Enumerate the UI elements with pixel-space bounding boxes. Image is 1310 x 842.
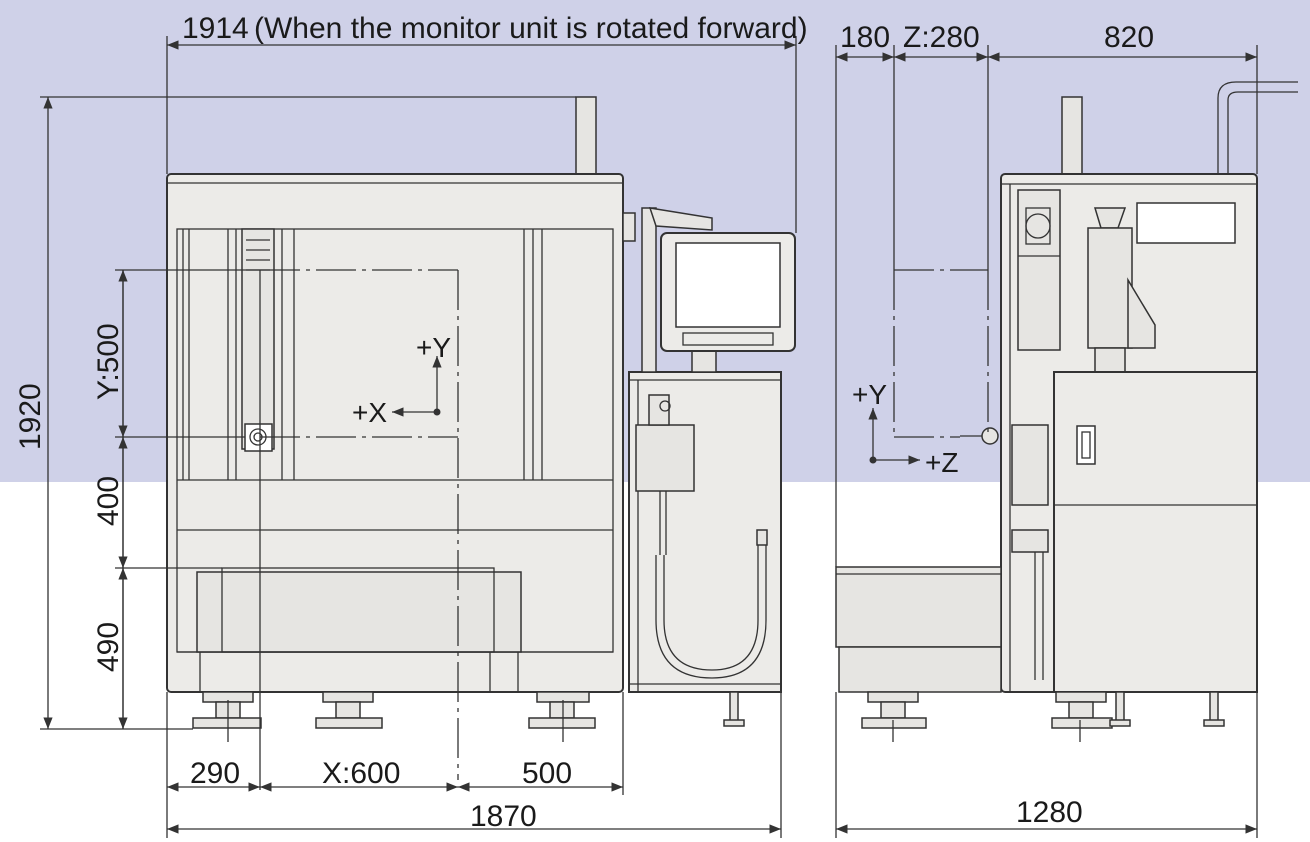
- signal-tower: [575, 96, 597, 175]
- dim-400: 400: [92, 476, 125, 526]
- side-axis-z-label: +Z: [925, 447, 958, 478]
- dim-1920: 1920: [14, 383, 47, 450]
- dim-490: 490: [92, 622, 125, 672]
- dim-290: 290: [190, 757, 240, 790]
- dim-1280: 1280: [1016, 796, 1083, 829]
- work-table: [196, 571, 522, 653]
- front-axis-y-label: +Y: [416, 332, 451, 363]
- front-view: +Y +X: [166, 96, 796, 790]
- dim-1914: 1914: [182, 12, 249, 45]
- side-lower-cabinet: [1053, 371, 1258, 693]
- leveling-feet: [192, 691, 596, 729]
- dim-z280: Z:280: [903, 21, 980, 54]
- dim-180: 180: [840, 21, 890, 54]
- monitor-stand: [641, 207, 657, 373]
- front-axis-x-label: +X: [352, 397, 387, 428]
- side-work-table: [835, 566, 1002, 648]
- dim-1914-note: (When the monitor unit is rotated forwar…: [254, 12, 808, 45]
- main-cabinet: [166, 173, 624, 693]
- side-axis-y-label: +Y: [852, 379, 887, 410]
- ram-column: [241, 228, 275, 450]
- side-signal-tower: [1061, 96, 1083, 175]
- dim-y500: Y:500: [92, 323, 125, 400]
- front-view-dimensions: 1914 (When the monitor unit is rotated f…: [14, 12, 808, 838]
- dim-500: 500: [522, 757, 572, 790]
- joystick-unit: [635, 424, 695, 492]
- dim-x600: X:600: [322, 757, 400, 790]
- side-view-dimensions: 180 Z:280 820 1280: [835, 21, 1258, 838]
- dim-1870: 1870: [470, 800, 537, 833]
- dim-820: 820: [1104, 21, 1154, 54]
- side-view: +Y +Z: [835, 81, 1298, 729]
